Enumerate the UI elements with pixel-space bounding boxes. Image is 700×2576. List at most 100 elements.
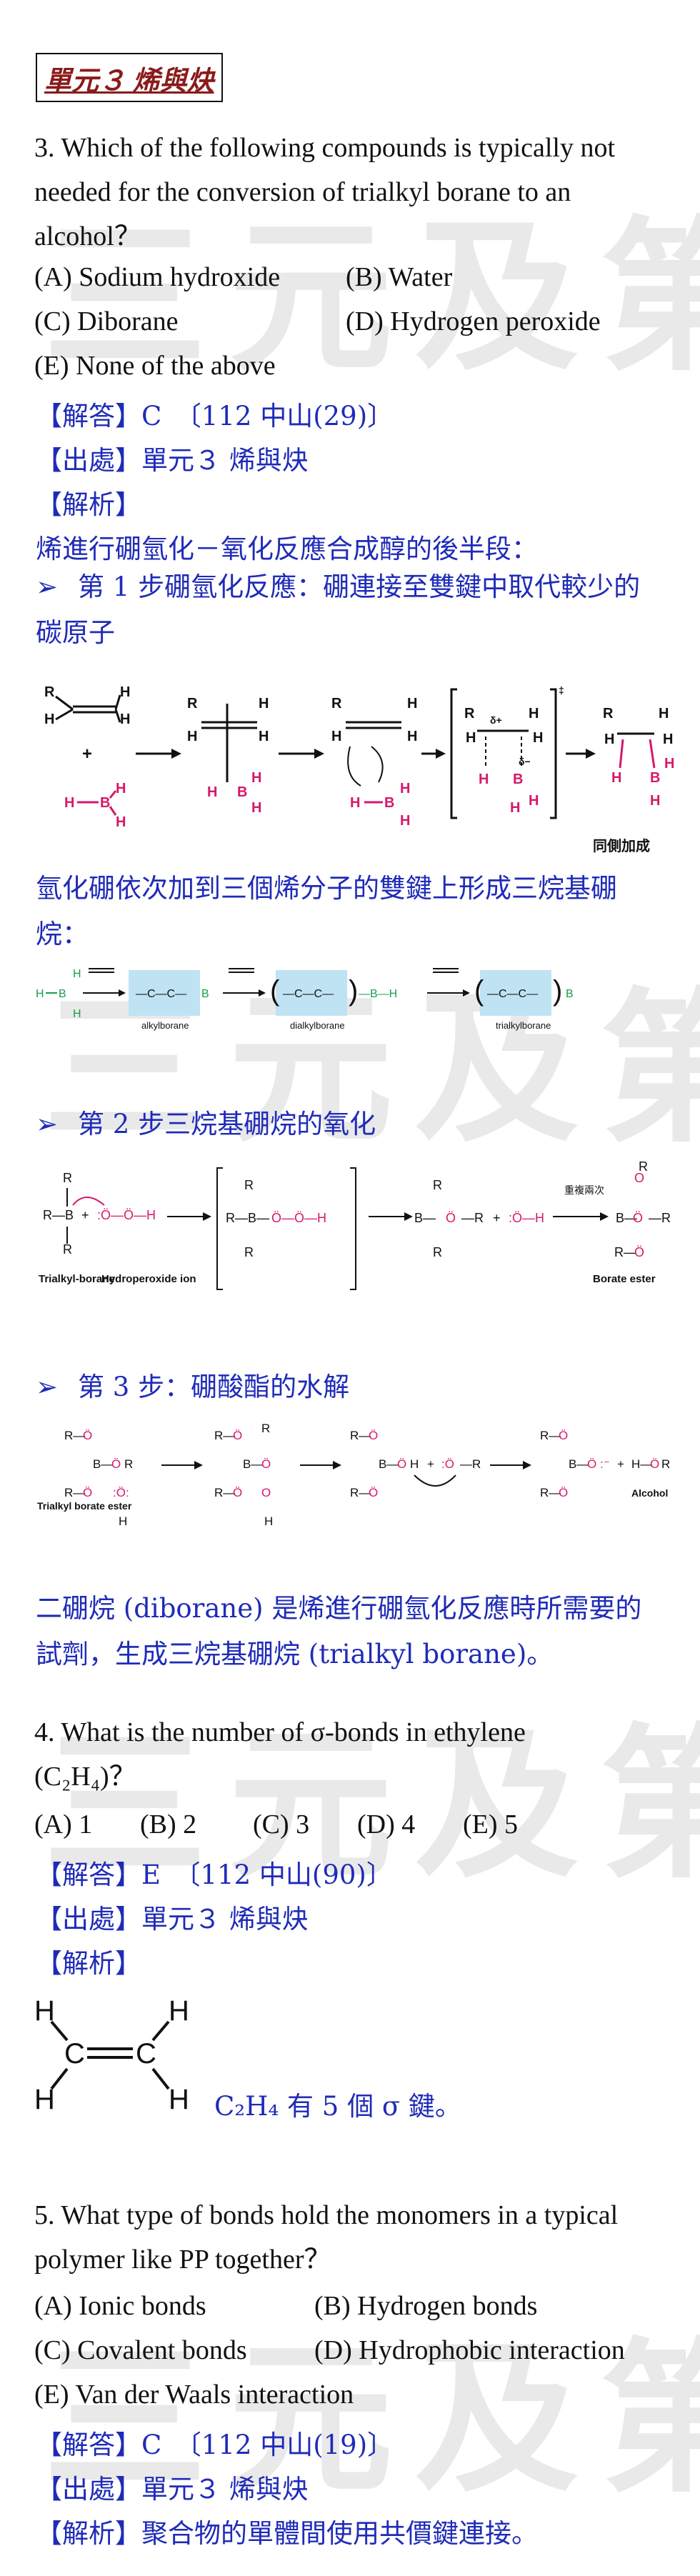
svg-text:H: H (120, 712, 130, 727)
svg-text:H: H (251, 770, 261, 786)
svg-text:R: R (661, 1457, 670, 1471)
q4-option-c: (C) 3 (253, 1809, 310, 1839)
svg-text:H: H (36, 988, 44, 1000)
q3-step1b: 氫化硼依次加到三個烯分子的雙鍵上形成三烷基硼烷： (36, 873, 617, 949)
svg-text:Ö: Ö (83, 1486, 92, 1499)
svg-text:H: H (479, 772, 489, 787)
svg-text:δ+: δ+ (490, 714, 502, 726)
q3-option-d: (D) Hydrogen peroxide (346, 306, 601, 336)
svg-text:Ö—Ö—H: Ö—Ö—H (271, 1211, 326, 1225)
watermark: 三元及第 (43, 2325, 700, 2515)
svg-text:B—: B— (569, 1457, 589, 1471)
svg-text:H: H (400, 781, 410, 797)
svg-text:R—: R— (214, 1429, 235, 1442)
svg-text:B—: B— (379, 1457, 399, 1471)
svg-text:R: R (63, 1171, 72, 1185)
svg-text:H: H (663, 732, 673, 747)
q4-option-a: (A) 1 (34, 1809, 93, 1839)
svg-text:B—: B— (93, 1457, 113, 1471)
scheme3-label-borate-ester: Borate ester (593, 1273, 656, 1285)
svg-text:Ö: Ö (369, 1429, 378, 1442)
scheme2-label-dialkylborane: dialkylborane (290, 1020, 345, 1031)
svg-text:R: R (124, 1457, 133, 1471)
svg-text:B: B (201, 988, 209, 1000)
svg-text:Ö: Ö (233, 1486, 242, 1499)
svg-text:R—: R— (350, 1486, 371, 1499)
q3-analysis-label: 【解析】 (36, 489, 141, 520)
svg-text:H: H (119, 1514, 127, 1528)
svg-text:H: H (120, 684, 130, 700)
scheme2-label-alkylborane: alkylborane (141, 1020, 189, 1031)
q3-step2: ➢第 2 步三烷基硼烷的氧化 (36, 1109, 376, 1139)
q3-step3: ➢第 3 步：硼酸酯的水解 (36, 1372, 350, 1402)
svg-text:B—: B— (616, 1211, 637, 1225)
svg-text:B: B (513, 772, 523, 787)
q3-option-a: (A) Sodium hydroxide (34, 262, 281, 292)
svg-text:H: H (64, 795, 74, 811)
svg-text:H: H (116, 814, 126, 830)
svg-text:R: R (63, 1242, 72, 1257)
svg-text:R—: R— (64, 1429, 85, 1442)
svg-text:H: H (400, 813, 410, 829)
q3-answer: 【解答】C 〔112 中山(29)〕 (36, 401, 394, 431)
q3-source: 【出處】單元３ 烯與炔 (36, 445, 309, 476)
svg-text:H: H (169, 2084, 189, 2115)
svg-text:H: H (407, 696, 417, 712)
svg-text:Ö: Ö (634, 1245, 644, 1259)
svg-text:R: R (464, 706, 475, 722)
svg-text:Ö: Ö (83, 1429, 92, 1442)
question-3-text: 3. Which of the following compounds is t… (34, 133, 616, 251)
svg-text:H: H (650, 793, 660, 809)
unit-title: 單元３ 烯與炔 (36, 53, 223, 102)
svg-text:δ−: δ− (519, 756, 531, 767)
bullet-arrow-icon: ➢ (36, 1109, 59, 1139)
svg-text:+: + (493, 1211, 501, 1225)
svg-text:R: R (244, 1178, 254, 1192)
svg-text:H: H (44, 712, 54, 727)
svg-text:R: R (331, 696, 342, 712)
scheme3-label-trialkylborane: Trialkyl-borane (39, 1273, 115, 1285)
svg-text:R: R (261, 1422, 270, 1435)
svg-text:B: B (566, 988, 574, 1000)
svg-text:Ö: Ö (559, 1486, 568, 1499)
svg-text:(: ( (270, 975, 280, 1007)
svg-text:H: H (34, 2084, 55, 2115)
q5-option-d: (D) Hydrophobic interaction (314, 2335, 625, 2365)
svg-text:H: H (350, 795, 360, 811)
svg-text:C: C (64, 2038, 85, 2070)
svg-text:R—: R— (350, 1429, 371, 1442)
q5-option-b: (B) Hydrogen bonds (314, 2291, 538, 2321)
q4-analysis-label: 【解析】 (36, 1948, 141, 1979)
q5-analysis: 【解析】聚合物的單體間使用共價鍵連接。 (36, 2518, 538, 2549)
svg-text:R: R (187, 696, 198, 712)
q5-answer: 【解答】C 〔112 中山(19)〕 (36, 2430, 394, 2460)
svg-text:H: H (659, 706, 669, 722)
svg-text::Ö: :Ö (441, 1457, 454, 1471)
svg-text:Ö: Ö (587, 1457, 596, 1471)
svg-text:—R: —R (460, 1457, 481, 1471)
svg-text:R: R (639, 1161, 648, 1174)
svg-text:H: H (510, 800, 520, 816)
svg-text:R: R (244, 1245, 254, 1259)
svg-text:R—: R— (540, 1486, 561, 1499)
svg-text:‡: ‡ (559, 684, 564, 696)
svg-text::Ö:: :Ö: (113, 1486, 129, 1499)
svg-text:H: H (187, 729, 197, 744)
svg-text:R: R (44, 684, 55, 700)
svg-text:H: H (466, 730, 476, 746)
svg-text:H: H (169, 1995, 189, 2027)
svg-text::Ö—Ö—H: :Ö—Ö—H (97, 1208, 156, 1222)
svg-text:+: + (427, 1457, 434, 1471)
svg-text:): ) (349, 975, 358, 1007)
scheme3-label-repeat: 重複兩次 (564, 1184, 604, 1196)
svg-text:R: R (603, 706, 614, 722)
svg-text:B: B (384, 795, 394, 811)
q4-answer: 【解答】E 〔112 中山(90)〕 (36, 1859, 393, 1890)
scheme4-label-alcohol: Alcohol (631, 1487, 668, 1499)
svg-text:Ö: Ö (261, 1457, 271, 1471)
q3-option-c: (C) Diborane (34, 306, 179, 336)
svg-text:Ö: Ö (650, 1457, 659, 1471)
